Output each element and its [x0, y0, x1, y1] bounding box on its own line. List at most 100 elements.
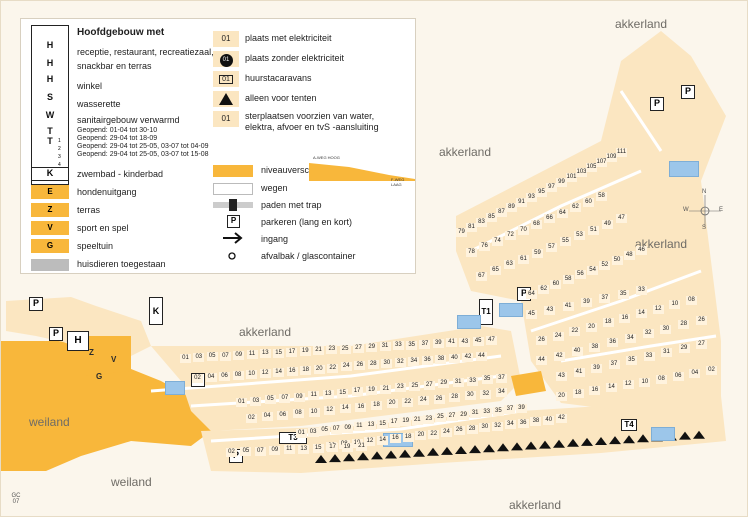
pitch-label[interactable]: 22: [569, 327, 581, 337]
pitch-label[interactable]: 32: [480, 389, 492, 399]
pitch-label[interactable]: 12: [364, 437, 376, 447]
pitch-label[interactable]: 101: [566, 173, 577, 182]
pitch-label[interactable]: 30: [479, 423, 491, 433]
pitch-label[interactable]: 34: [496, 388, 507, 397]
pitch-label[interactable]: 39: [432, 339, 444, 349]
pitch-label[interactable]: 28: [466, 424, 478, 434]
pitch-label[interactable]: 38: [530, 417, 542, 427]
pitch-label[interactable]: 02: [246, 414, 257, 423]
pitch-label[interactable]: 78: [466, 248, 477, 257]
pitch-label[interactable]: 04: [205, 372, 217, 382]
pitch-label[interactable]: 66: [544, 214, 555, 224]
pitch-label[interactable]: 46: [636, 246, 647, 255]
main-building-icon[interactable]: H: [67, 331, 89, 351]
pitch-label[interactable]: 13: [322, 390, 334, 399]
pitch-label[interactable]: 16: [286, 366, 298, 376]
pitch-label[interactable]: 97: [546, 183, 557, 192]
pitch-label[interactable]: 51: [588, 225, 599, 235]
pitch-label[interactable]: 10: [639, 377, 651, 387]
pitch-label[interactable]: 45: [526, 310, 537, 319]
pitch-label[interactable]: 14: [377, 435, 389, 445]
pitch-label[interactable]: 28: [367, 360, 379, 370]
pitch-label[interactable]: 12: [259, 368, 271, 378]
pitch-label[interactable]: 23: [394, 383, 406, 393]
pitch-label[interactable]: 35: [617, 290, 629, 299]
pitch-label[interactable]: 29: [366, 343, 378, 353]
pitch-label[interactable]: 42: [553, 351, 565, 361]
pitch-label[interactable]: 41: [573, 368, 585, 377]
pitch-label[interactable]: 33: [643, 352, 655, 361]
pitch-label[interactable]: 62: [570, 203, 581, 213]
pitch-label[interactable]: 19: [299, 346, 311, 356]
pitch-label[interactable]: 05: [206, 352, 218, 362]
parking-icon[interactable]: P: [29, 297, 43, 311]
pitch-label[interactable]: 67: [476, 272, 487, 281]
pitch-label[interactable]: 17: [351, 387, 363, 397]
pitch-label[interactable]: 12: [324, 405, 336, 415]
parking-icon[interactable]: P: [49, 327, 63, 341]
parking-icon[interactable]: P: [650, 97, 664, 111]
pitch-label[interactable]: 36: [421, 356, 433, 366]
pitch-label[interactable]: 07: [330, 425, 342, 435]
pitch-label[interactable]: 05: [264, 395, 276, 405]
pitch-label[interactable]: 30: [464, 391, 476, 401]
pitch-label[interactable]: 36: [517, 418, 529, 428]
pitch-label[interactable]: 53: [574, 231, 585, 241]
pitch-label[interactable]: 26: [354, 361, 366, 371]
pitch-label[interactable]: 19: [341, 442, 353, 452]
pitch-label[interactable]: 47: [486, 336, 497, 345]
sanitary-icon[interactable]: T1: [479, 299, 493, 325]
pitch-label[interactable]: 06: [672, 371, 684, 381]
pitch-label[interactable]: 31: [379, 342, 391, 352]
pitch-label[interactable]: 32: [492, 421, 504, 431]
pitch-label[interactable]: 18: [572, 389, 584, 399]
pitch-label[interactable]: 30: [381, 359, 393, 369]
pitch-label[interactable]: 33: [481, 407, 493, 417]
pitch-label[interactable]: 15: [312, 444, 324, 453]
pitch-label[interactable]: 32: [642, 329, 654, 339]
pitch-label[interactable]: 64: [526, 290, 537, 299]
pitch-label[interactable]: 33: [392, 341, 404, 351]
pitch-label[interactable]: 38: [435, 355, 447, 365]
pitch-label[interactable]: 63: [504, 260, 515, 270]
pitch-label[interactable]: 50: [611, 255, 623, 265]
pitch-label[interactable]: 20: [586, 322, 597, 332]
pitch-label[interactable]: 22: [327, 363, 339, 373]
pitch-label[interactable]: 04: [689, 368, 701, 378]
pitch-label[interactable]: 08: [292, 409, 304, 419]
pitch-label[interactable]: 60: [583, 197, 594, 207]
pitch-label[interactable]: 27: [352, 343, 364, 353]
pitch-label[interactable]: 11: [283, 445, 295, 455]
pitch-label[interactable]: 35: [626, 356, 637, 365]
pitch-label[interactable]: 61: [518, 254, 529, 264]
pitch-label[interactable]: 34: [504, 420, 516, 430]
pitch-label[interactable]: 35: [406, 340, 418, 350]
pitch-label[interactable]: 06: [277, 410, 289, 420]
pitch-label[interactable]: 24: [441, 428, 452, 437]
pitch-label[interactable]: 15: [377, 419, 389, 429]
pitch-label[interactable]: 79: [456, 228, 467, 237]
pitch-label[interactable]: 09: [233, 350, 245, 360]
pitch-label[interactable]: 08: [686, 296, 697, 305]
pitch-label[interactable]: 13: [259, 349, 271, 359]
pitch-label[interactable]: 64: [557, 208, 568, 218]
pitch-label[interactable]: 85: [486, 213, 497, 222]
pitch-label[interactable]: 09: [342, 423, 354, 433]
pitch-label[interactable]: 54: [587, 265, 599, 275]
pitch-label[interactable]: 24: [552, 331, 564, 341]
pitch-label[interactable]: 65: [490, 266, 501, 276]
pitch-label[interactable]: 105: [586, 163, 597, 172]
pitch-label[interactable]: 31: [661, 348, 672, 357]
pitch-label[interactable]: 87: [496, 208, 507, 217]
pitch-label[interactable]: 09: [293, 392, 305, 402]
pitch-label[interactable]: 37: [496, 374, 507, 383]
pitch-label[interactable]: 02: [192, 374, 203, 383]
pitch-label[interactable]: 39: [516, 404, 527, 413]
pitch-label[interactable]: 41: [562, 302, 574, 311]
pitch-label[interactable]: 37: [608, 360, 620, 369]
pitch-label[interactable]: 26: [696, 316, 707, 325]
pitch-label[interactable]: 91: [516, 198, 527, 207]
pitch-label[interactable]: 21: [380, 384, 392, 394]
pitch-label[interactable]: 13: [298, 444, 310, 454]
pitch-label[interactable]: 42: [556, 414, 567, 423]
